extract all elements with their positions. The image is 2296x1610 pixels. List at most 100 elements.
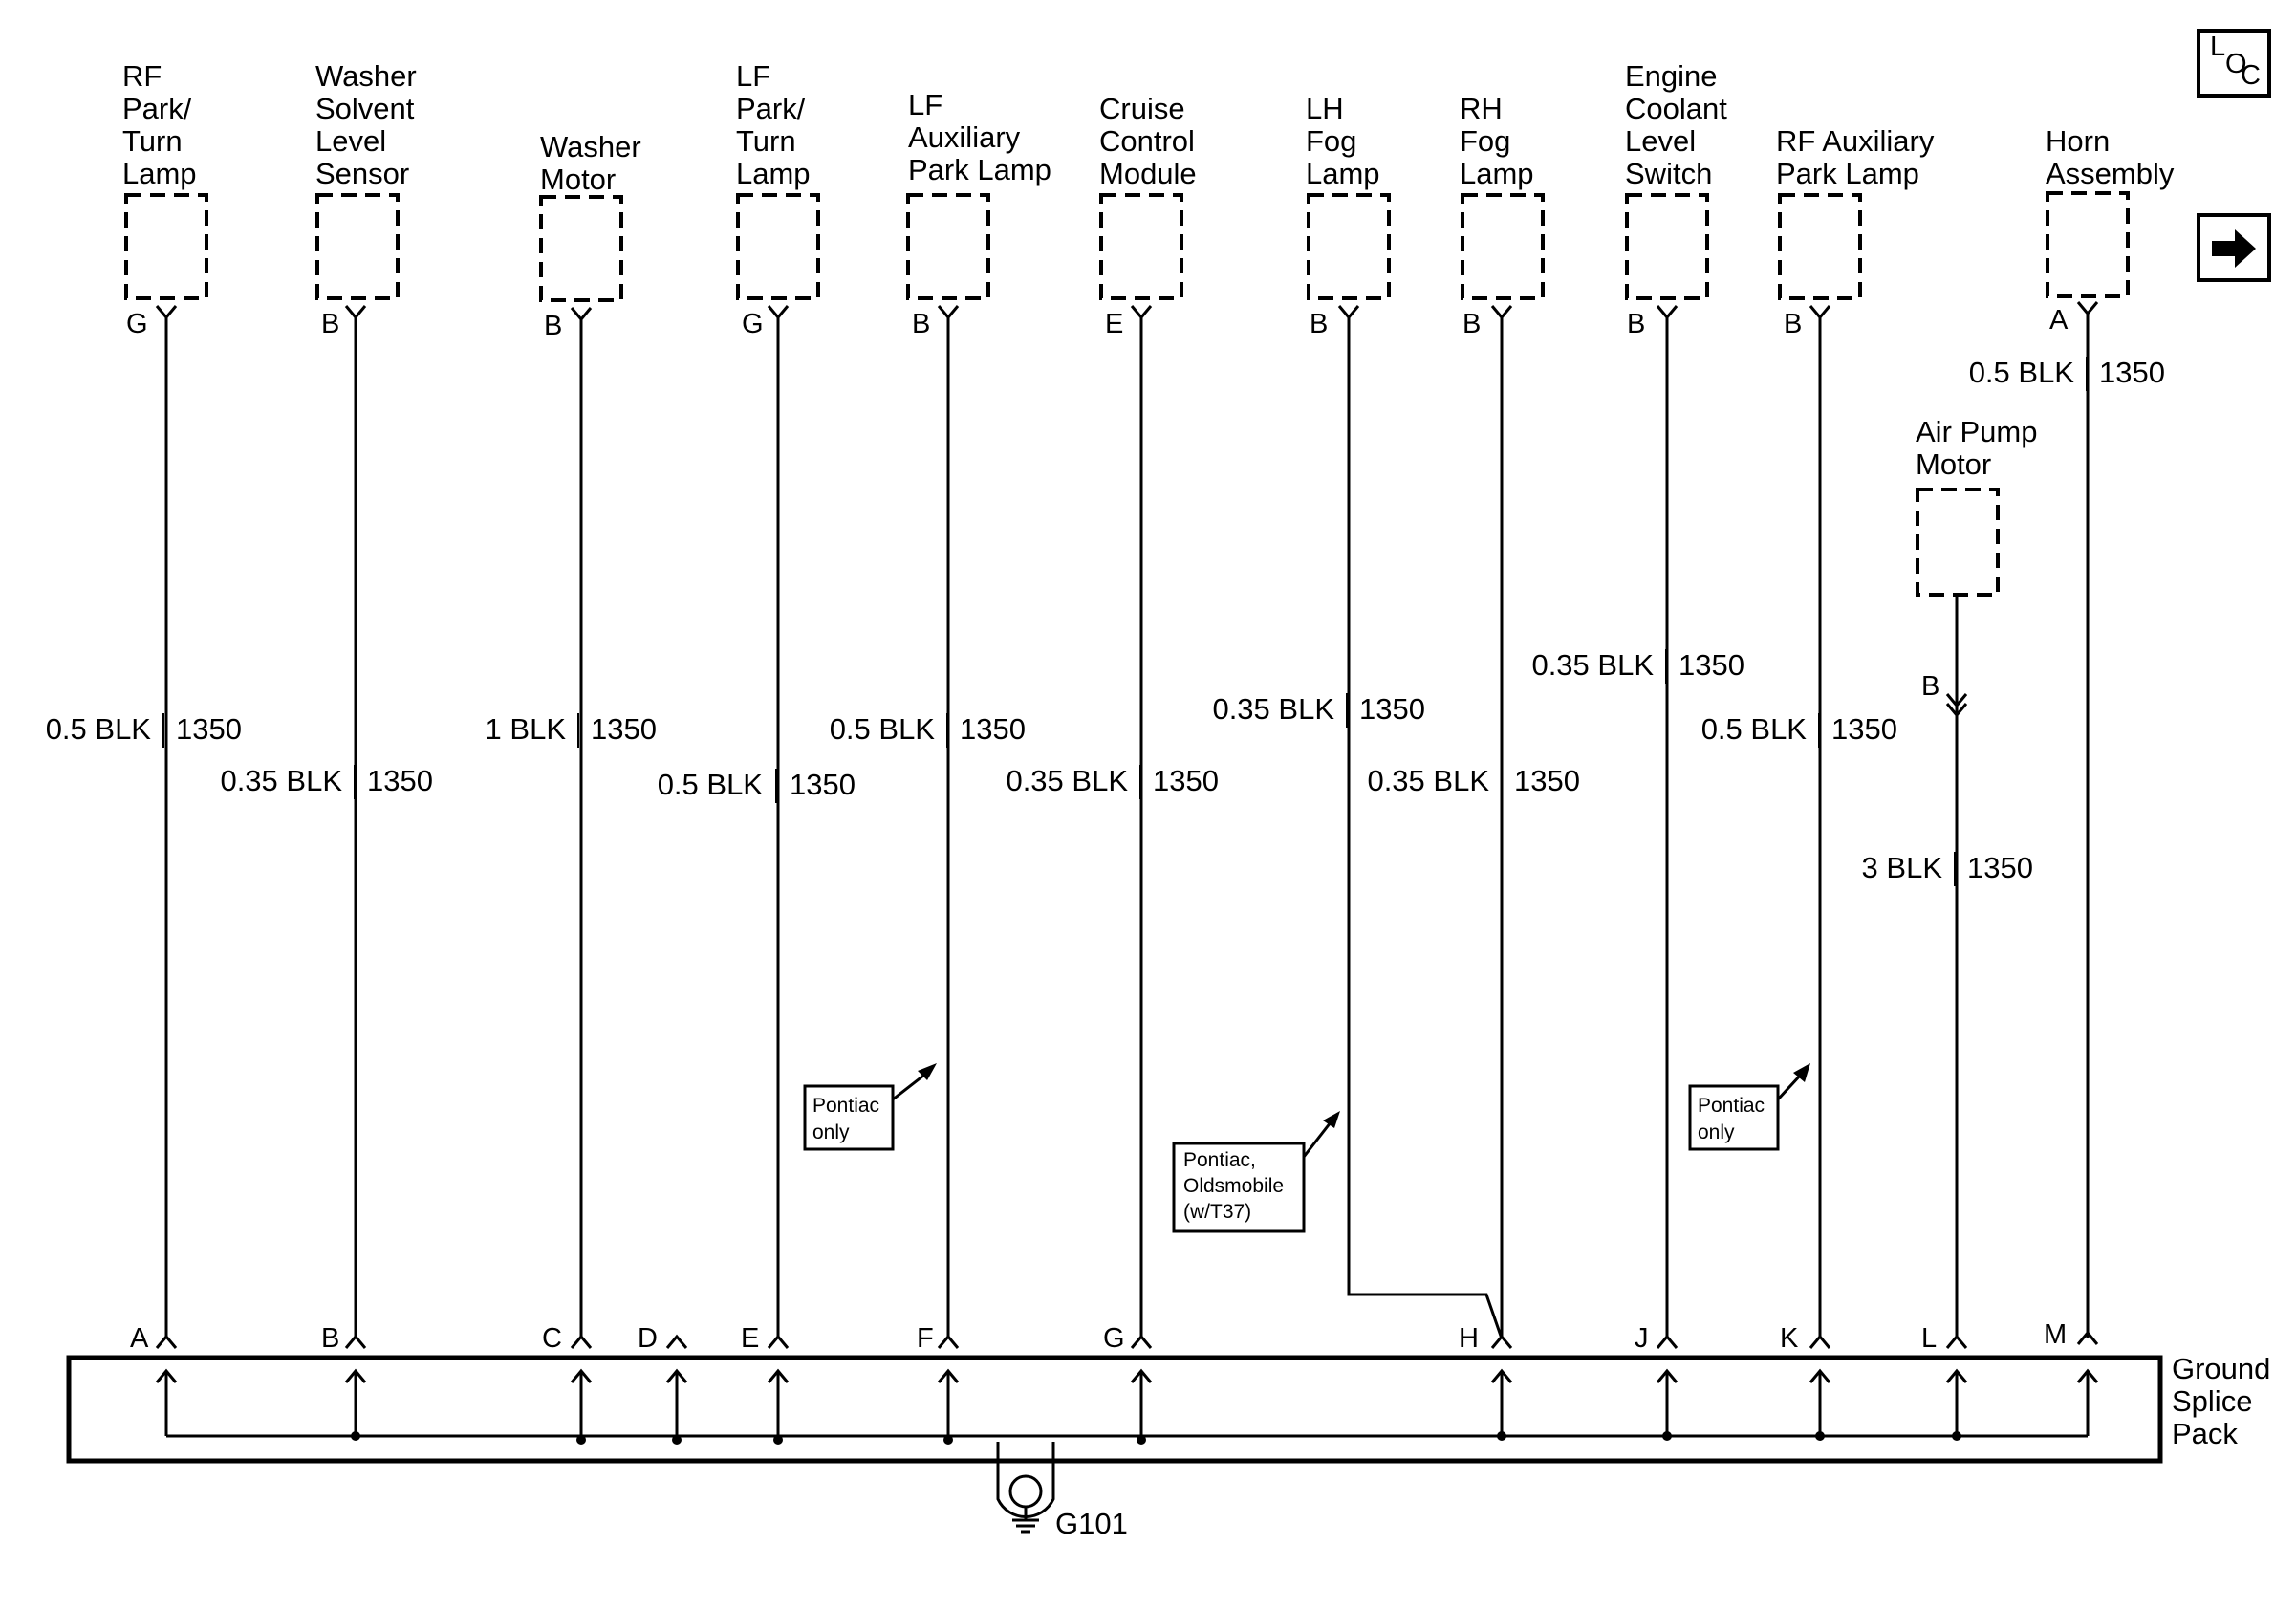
wire-circuit: 1350 xyxy=(790,768,856,801)
connector-mark xyxy=(1656,305,1679,320)
svg-text:B: B xyxy=(1921,671,1939,702)
svg-text:E: E xyxy=(1105,309,1123,339)
note-pontiac-only-rf: Pontiac only xyxy=(1688,1063,1810,1151)
component-box xyxy=(906,193,990,300)
arrowhead-icon xyxy=(1323,1111,1340,1128)
svg-text:B: B xyxy=(912,309,930,339)
connector-mark xyxy=(1490,305,1513,320)
svg-text:L: L xyxy=(1921,1323,1937,1354)
svg-text:Fog: Fog xyxy=(1460,124,1510,158)
svg-text:G: G xyxy=(1103,1323,1125,1354)
svg-text:B: B xyxy=(1310,309,1328,339)
connector-mark xyxy=(767,1334,790,1349)
svg-text:Splice: Splice xyxy=(2172,1384,2252,1418)
wire-size: 3 BLK xyxy=(1862,851,1943,884)
loc-letter-o: O xyxy=(2225,49,2247,79)
note-pontiac-only-lf: Pontiac only xyxy=(803,1063,937,1151)
connector-mark xyxy=(1945,693,1968,708)
connector-mark xyxy=(767,305,790,320)
component-box xyxy=(315,193,400,300)
wires xyxy=(164,312,2090,1339)
connector-marks-bottom xyxy=(155,1330,2099,1349)
connector-mark xyxy=(155,1334,178,1349)
svg-text:Motor: Motor xyxy=(540,163,616,196)
svg-text:Level: Level xyxy=(315,124,386,158)
component-lf-park-turn-lamp: LF Park/ Turn Lamp xyxy=(736,59,811,190)
svg-text:Washer: Washer xyxy=(540,130,641,163)
next-page-arrow-icon[interactable] xyxy=(2197,213,2271,282)
component-box xyxy=(736,193,820,300)
loc-letter-l: L xyxy=(2210,32,2225,62)
component-box xyxy=(1099,193,1183,300)
svg-text:Module: Module xyxy=(1099,157,1197,190)
svg-text:A: A xyxy=(2049,305,2069,336)
wire-circuit: 1350 xyxy=(1679,648,1744,682)
svg-text:Park Lamp: Park Lamp xyxy=(908,153,1051,186)
svg-text:A: A xyxy=(130,1323,149,1354)
svg-text:B: B xyxy=(544,311,562,341)
connector-mark xyxy=(1130,1334,1153,1349)
component-box xyxy=(1461,193,1545,300)
component-washer-solvent-level-sensor: Washer Solvent Level Sensor xyxy=(315,59,417,190)
wire-circuit: 1350 xyxy=(960,712,1026,746)
component-rf-park-turn-lamp: RF Park/ Turn Lamp xyxy=(122,59,197,190)
svg-text:RF: RF xyxy=(122,59,162,93)
arrowhead-icon xyxy=(1793,1063,1810,1082)
component-box xyxy=(539,195,623,302)
component-rh-fog-lamp: RH Fog Lamp xyxy=(1460,92,1534,190)
wire-circuit: 1350 xyxy=(1153,764,1219,797)
connector-mark xyxy=(1337,305,1360,320)
svg-text:Horn: Horn xyxy=(2046,124,2110,158)
wire-circuit: 1350 xyxy=(176,712,242,746)
wire-circuit: 1350 xyxy=(1514,764,1580,797)
loc-icon[interactable]: L O C xyxy=(2197,29,2271,98)
svg-text:LF: LF xyxy=(736,59,770,93)
svg-text:only: only xyxy=(812,1121,850,1143)
svg-text:Turn: Turn xyxy=(736,124,796,158)
svg-text:RF Auxiliary: RF Auxiliary xyxy=(1776,124,1935,158)
component-rf-auxiliary-park-lamp: RF Auxiliary Park Lamp xyxy=(1776,124,1935,190)
wire-size: 0.35 BLK xyxy=(1531,648,1654,682)
svg-text:Level: Level xyxy=(1625,124,1696,158)
connector-mark xyxy=(1809,305,1831,320)
wire-size: 0.5 BLK xyxy=(658,768,764,801)
svg-text:E: E xyxy=(741,1323,759,1354)
svg-text:B: B xyxy=(1462,309,1481,339)
ground-g101: G101 xyxy=(996,1442,1128,1540)
svg-text:B: B xyxy=(1784,309,1802,339)
svg-text:Coolant: Coolant xyxy=(1625,92,1727,125)
ground-symbol-icon xyxy=(1012,1507,1039,1534)
wire-circuit: 1350 xyxy=(1967,851,2033,884)
component-box xyxy=(1916,488,2000,597)
svg-text:Lamp: Lamp xyxy=(736,157,811,190)
connector-mark xyxy=(344,305,367,320)
svg-text:J: J xyxy=(1635,1323,1649,1354)
connector-mark xyxy=(937,1334,960,1349)
component-cruise-control-module: Cruise Control Module xyxy=(1099,92,1197,190)
wire-circuit: 1350 xyxy=(591,712,657,746)
svg-text:LF: LF xyxy=(908,88,942,121)
arrowhead-icon xyxy=(918,1063,937,1080)
component-engine-coolant-level-switch: Engine Coolant Level Switch xyxy=(1625,59,1727,190)
svg-text:Control: Control xyxy=(1099,124,1195,158)
svg-text:Engine: Engine xyxy=(1625,59,1718,93)
svg-text:RH: RH xyxy=(1460,92,1503,125)
svg-text:Turn: Turn xyxy=(122,124,183,158)
svg-text:Auxiliary: Auxiliary xyxy=(908,120,1021,154)
connector-mark xyxy=(344,1334,367,1349)
wire-size: 0.35 BLK xyxy=(1367,764,1489,797)
svg-text:(w/T37): (w/T37) xyxy=(1183,1201,1251,1223)
svg-text:D: D xyxy=(638,1323,658,1354)
svg-text:B: B xyxy=(1627,309,1645,339)
wire-size: 0.5 BLK xyxy=(1969,356,2075,389)
wire-size: 0.35 BLK xyxy=(1212,692,1334,726)
svg-text:Washer: Washer xyxy=(315,59,417,93)
wire-labels: 0.5 BLK 1350 0.35 BLK 1350 1 BLK 1350 0.… xyxy=(46,356,2165,884)
note-pontiac-oldsmobile: Pontiac, Oldsmobile (w/T37) xyxy=(1172,1111,1340,1233)
svg-text:Pontiac,: Pontiac, xyxy=(1183,1149,1256,1171)
svg-text:Lamp: Lamp xyxy=(1460,157,1534,190)
svg-text:M: M xyxy=(2044,1319,2067,1350)
wire-circuit: 1350 xyxy=(367,764,433,797)
connector-mark xyxy=(570,1334,593,1349)
ground-label: G101 xyxy=(1055,1507,1128,1540)
